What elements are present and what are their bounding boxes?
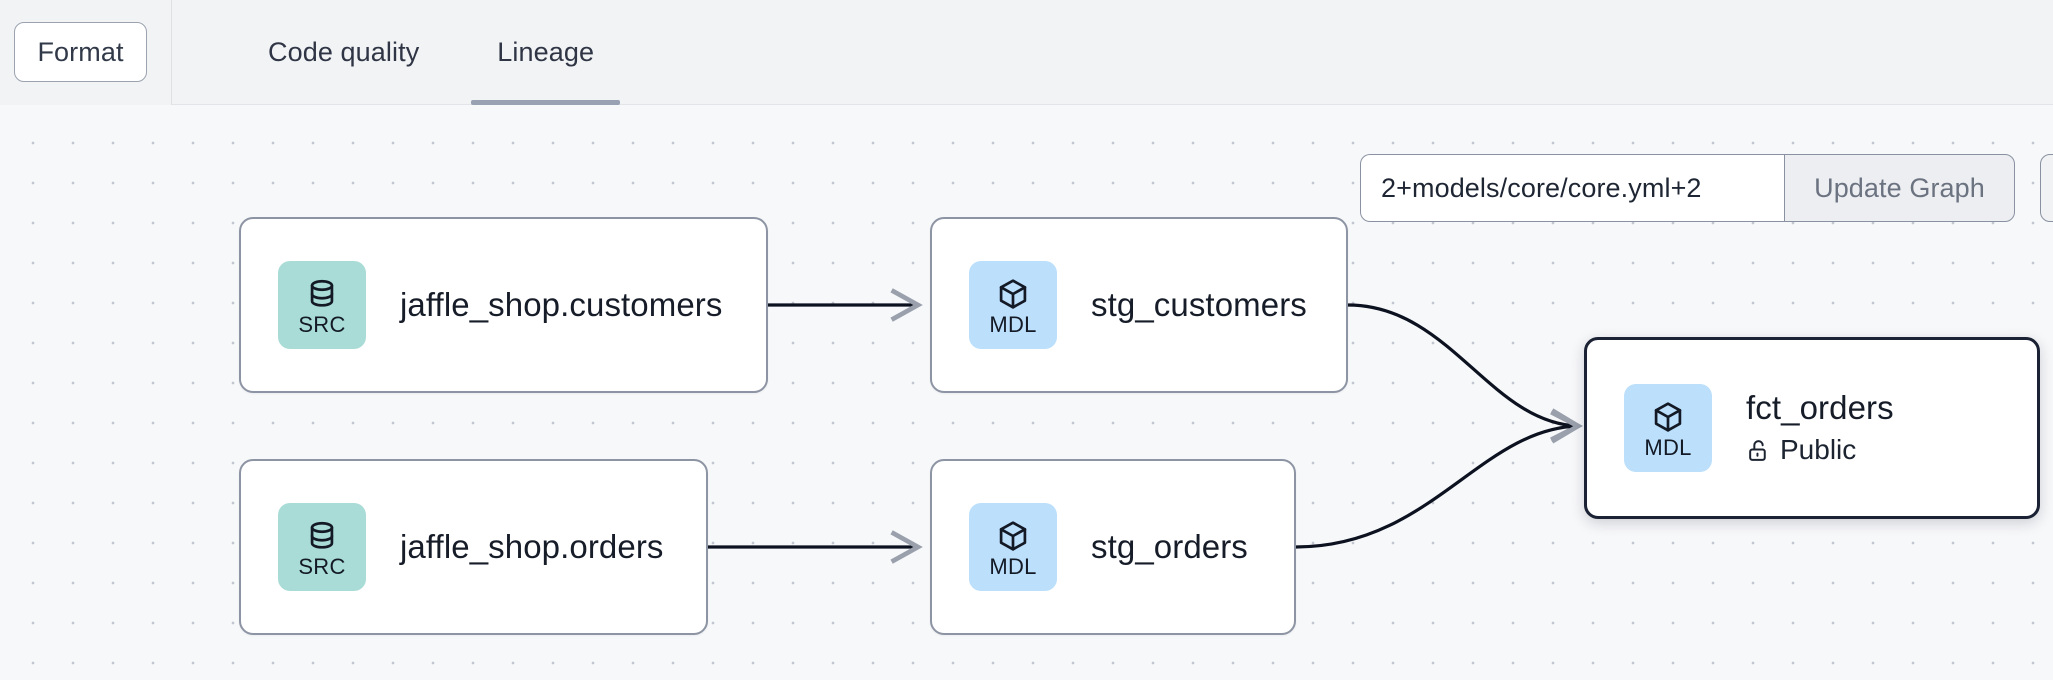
node-type-badge-src: SRC bbox=[278, 261, 366, 349]
node-body: jaffle_shop.orders bbox=[400, 527, 664, 565]
database-icon bbox=[302, 517, 342, 555]
edge-stg-customers-to-fct-orders bbox=[1347, 303, 1583, 442]
database-icon bbox=[302, 275, 342, 313]
lineage-node-fct-orders[interactable]: MDL fct_orders Public bbox=[1584, 337, 2040, 519]
cube-icon bbox=[1648, 398, 1688, 436]
node-type-badge-mdl: MDL bbox=[1624, 384, 1712, 472]
tab-code-quality[interactable]: Code quality bbox=[268, 36, 420, 67]
edge-stg-orders-to-fct-orders bbox=[1295, 410, 1583, 549]
node-badge-label: MDL bbox=[989, 553, 1037, 579]
node-title: stg_orders bbox=[1091, 527, 1248, 565]
lineage-node-stg-orders[interactable]: MDL stg_orders bbox=[930, 459, 1296, 635]
node-body: jaffle_shop.customers bbox=[400, 285, 723, 323]
editor-toolbar: Format Code quality Lineage bbox=[0, 0, 2053, 105]
node-badge-label: MDL bbox=[1644, 434, 1692, 460]
node-badge-label: SRC bbox=[298, 553, 346, 579]
node-body: fct_orders Public bbox=[1746, 388, 1894, 466]
node-access-label: Public bbox=[1780, 434, 1857, 466]
cube-icon bbox=[993, 275, 1033, 313]
node-type-badge-mdl: MDL bbox=[969, 261, 1057, 349]
tab-bar: Code quality Lineage bbox=[172, 0, 620, 105]
node-title: jaffle_shop.orders bbox=[400, 527, 664, 565]
node-badge-label: SRC bbox=[298, 311, 346, 337]
cube-icon bbox=[993, 517, 1033, 555]
tab-lineage[interactable]: Lineage bbox=[471, 0, 620, 105]
node-body: stg_orders bbox=[1091, 527, 1248, 565]
lineage-node-jaffle-shop-customers[interactable]: SRC jaffle_shop.customers bbox=[239, 217, 768, 393]
node-body: stg_customers bbox=[1091, 285, 1307, 323]
node-title: stg_customers bbox=[1091, 285, 1307, 323]
unlock-icon bbox=[1746, 438, 1771, 463]
graph-selector-input[interactable] bbox=[1381, 172, 1764, 204]
toolbar-left-group: Format bbox=[0, 0, 172, 105]
node-access-status: Public bbox=[1746, 434, 1894, 466]
node-title: fct_orders bbox=[1746, 388, 1894, 426]
node-type-badge-mdl: MDL bbox=[969, 503, 1057, 591]
graph-selector-controls: Update Graph bbox=[1360, 154, 2015, 222]
update-graph-button[interactable]: Update Graph bbox=[1784, 154, 2015, 222]
format-button[interactable]: Format bbox=[14, 22, 147, 82]
node-title: jaffle_shop.customers bbox=[400, 285, 723, 323]
node-badge-label: MDL bbox=[989, 311, 1037, 337]
lineage-node-stg-customers[interactable]: MDL stg_customers bbox=[930, 217, 1348, 393]
offscreen-graph-control[interactable] bbox=[2040, 154, 2053, 222]
graph-selector-input-wrap[interactable] bbox=[1360, 154, 1784, 222]
node-type-badge-src: SRC bbox=[278, 503, 366, 591]
lineage-canvas[interactable]: SRC jaffle_shop.customers MDL stg_custom… bbox=[0, 105, 2053, 680]
lineage-node-jaffle-shop-orders[interactable]: SRC jaffle_shop.orders bbox=[239, 459, 708, 635]
